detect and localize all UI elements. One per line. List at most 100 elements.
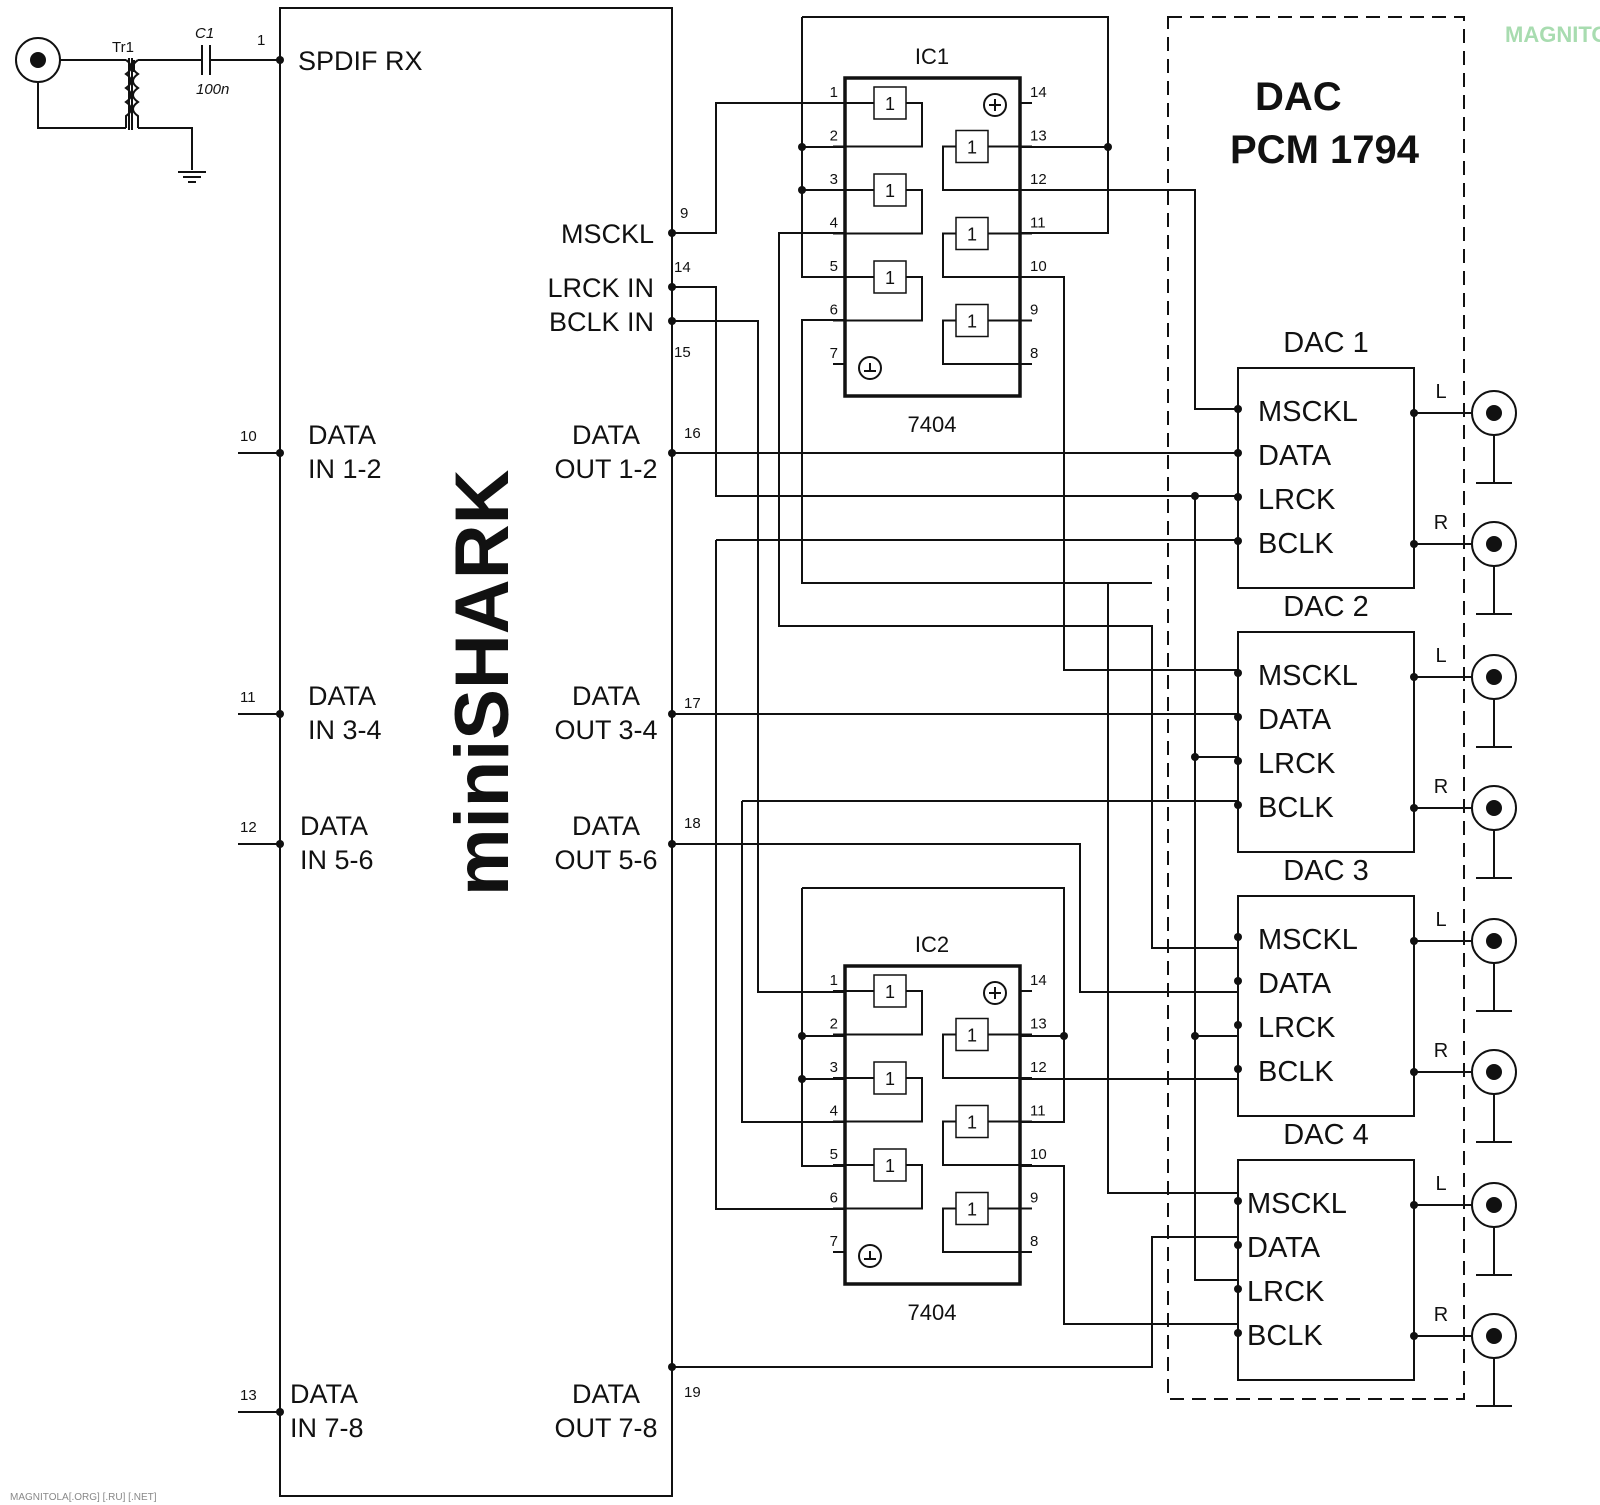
chip-output-label: OUT 3-4 <box>554 715 657 745</box>
gate-label: 1 <box>885 268 895 288</box>
chip-input-label: DATA <box>308 681 376 711</box>
inverter-gate <box>873 974 907 1008</box>
inverter-gate <box>873 86 907 120</box>
dac-name: DAC 3 <box>1283 855 1368 887</box>
chip-output-label: DATA <box>572 1379 640 1409</box>
chip-pin-number: 12 <box>240 819 257 836</box>
inverter-gate <box>873 173 907 207</box>
inverter-gate <box>955 1104 989 1139</box>
ic-pin-number: 10 <box>1030 258 1047 275</box>
spdif-input-section: Tr1 C1 100n <box>15 25 284 183</box>
gate-label: 1 <box>967 1200 977 1220</box>
channel-label: R <box>1434 1040 1448 1062</box>
logo: MAGNITOLA <box>1505 22 1600 47</box>
chip-input-label: DATA <box>308 420 376 450</box>
chip-output-label: DATA <box>572 681 640 711</box>
ic-pin-number: 11 <box>1030 215 1046 232</box>
dac-name: DAC 4 <box>1283 1119 1368 1151</box>
ic-pin-number: 6 <box>830 302 838 319</box>
chip-output-label: OUT 1-2 <box>554 454 657 484</box>
ic-pin-number: 12 <box>1030 171 1047 188</box>
power-symbol <box>983 93 1007 117</box>
ic-name: IC1 <box>915 44 949 69</box>
channel-label: L <box>1435 909 1446 931</box>
ic-pin-number: 7 <box>830 345 838 362</box>
chip-output-label: OUT 5-6 <box>554 845 657 875</box>
ic-pin-number: 9 <box>1030 302 1038 319</box>
inverter-gate <box>873 1061 907 1095</box>
gate-label: 1 <box>967 312 977 332</box>
dac-pin-label: LRCK <box>1258 1012 1336 1044</box>
ic-part: 7404 <box>908 1300 957 1325</box>
ic-body <box>843 76 1022 398</box>
dac-group-border <box>1167 16 1465 1400</box>
ic-pin-number: 13 <box>1030 1016 1047 1033</box>
ic-pin-number: 6 <box>830 1190 838 1207</box>
gate-label: 1 <box>967 1026 977 1046</box>
inverter-gate <box>873 260 907 294</box>
transformer-secondary <box>132 59 140 128</box>
ic-pin-number: 1 <box>830 84 838 101</box>
channel-label: L <box>1435 645 1446 667</box>
chip-pin-number: 10 <box>240 428 257 445</box>
ic-pin-number: 5 <box>830 258 838 275</box>
chip-clock-label: BCLK IN <box>549 307 654 337</box>
footer-text: MAGNITOLA[.ORG] [.RU] [.NET] <box>10 1492 157 1503</box>
dac-group-subtitle: PCM 1794 <box>1230 128 1420 172</box>
dac-pin-label: BCLK <box>1258 528 1334 560</box>
dac-body <box>1237 367 1415 589</box>
channel-label: R <box>1434 512 1448 534</box>
ic-pin-number: 4 <box>830 1103 838 1120</box>
dac-pin-label: DATA <box>1258 704 1332 736</box>
channel-label: L <box>1435 381 1446 403</box>
chip-output-label: OUT 7-8 <box>554 1413 657 1443</box>
chip-pin-number: 19 <box>684 1384 701 1401</box>
chip-pin-number: 13 <box>240 1387 257 1404</box>
chip-input-label: IN 3-4 <box>308 715 382 745</box>
dac-pin-label: DATA <box>1258 440 1332 472</box>
dac-pin-label: DATA <box>1247 1232 1321 1264</box>
ic-pin-number: 9 <box>1030 1190 1038 1207</box>
ic-pin-number: 7 <box>830 1233 838 1250</box>
dac-body <box>1237 895 1415 1117</box>
chip-pin-number: 9 <box>680 205 688 222</box>
spdif-rx-label: SPDIF RX <box>298 46 423 76</box>
ground-icon <box>858 1244 882 1268</box>
ic-pin-number: 14 <box>1030 972 1047 989</box>
ic-pin-number: 8 <box>1030 345 1038 362</box>
dac-pin-label: MSCKL <box>1258 660 1358 692</box>
ic-pin-number: 4 <box>830 215 838 232</box>
inverter-gate <box>873 1148 907 1182</box>
dac-pin-label: MSCKL <box>1258 924 1358 956</box>
channel-label: L <box>1435 1173 1446 1195</box>
dac-pin-label: LRCK <box>1247 1276 1325 1308</box>
capacitor-value: 100n <box>196 81 229 98</box>
dac-group-title: DAC <box>1255 75 1342 119</box>
ic-part: 7404 <box>908 412 957 437</box>
ic-body <box>843 964 1022 1286</box>
ic-pin-number: 13 <box>1030 128 1047 145</box>
spdif-pin-number: 1 <box>257 32 265 49</box>
gate-label: 1 <box>967 138 977 158</box>
chip-clock-label: MSCKL <box>561 219 654 249</box>
inverter-gate <box>955 216 989 251</box>
wiring <box>668 16 1238 1371</box>
ic-pin-number: 10 <box>1030 1146 1047 1163</box>
chip-input-label: DATA <box>300 811 368 841</box>
ic-pin-number: 8 <box>1030 1233 1038 1250</box>
channel-label: R <box>1434 776 1448 798</box>
ground-icon <box>858 356 882 380</box>
ic-pin-number: 1 <box>830 972 838 989</box>
dac-pin-label: MSCKL <box>1247 1188 1347 1220</box>
chip-pin-number: 14 <box>674 259 691 276</box>
chip-pin-number: 11 <box>240 689 256 706</box>
chip-input-label: DATA <box>290 1379 358 1409</box>
chip-input-label: IN 5-6 <box>300 845 374 875</box>
